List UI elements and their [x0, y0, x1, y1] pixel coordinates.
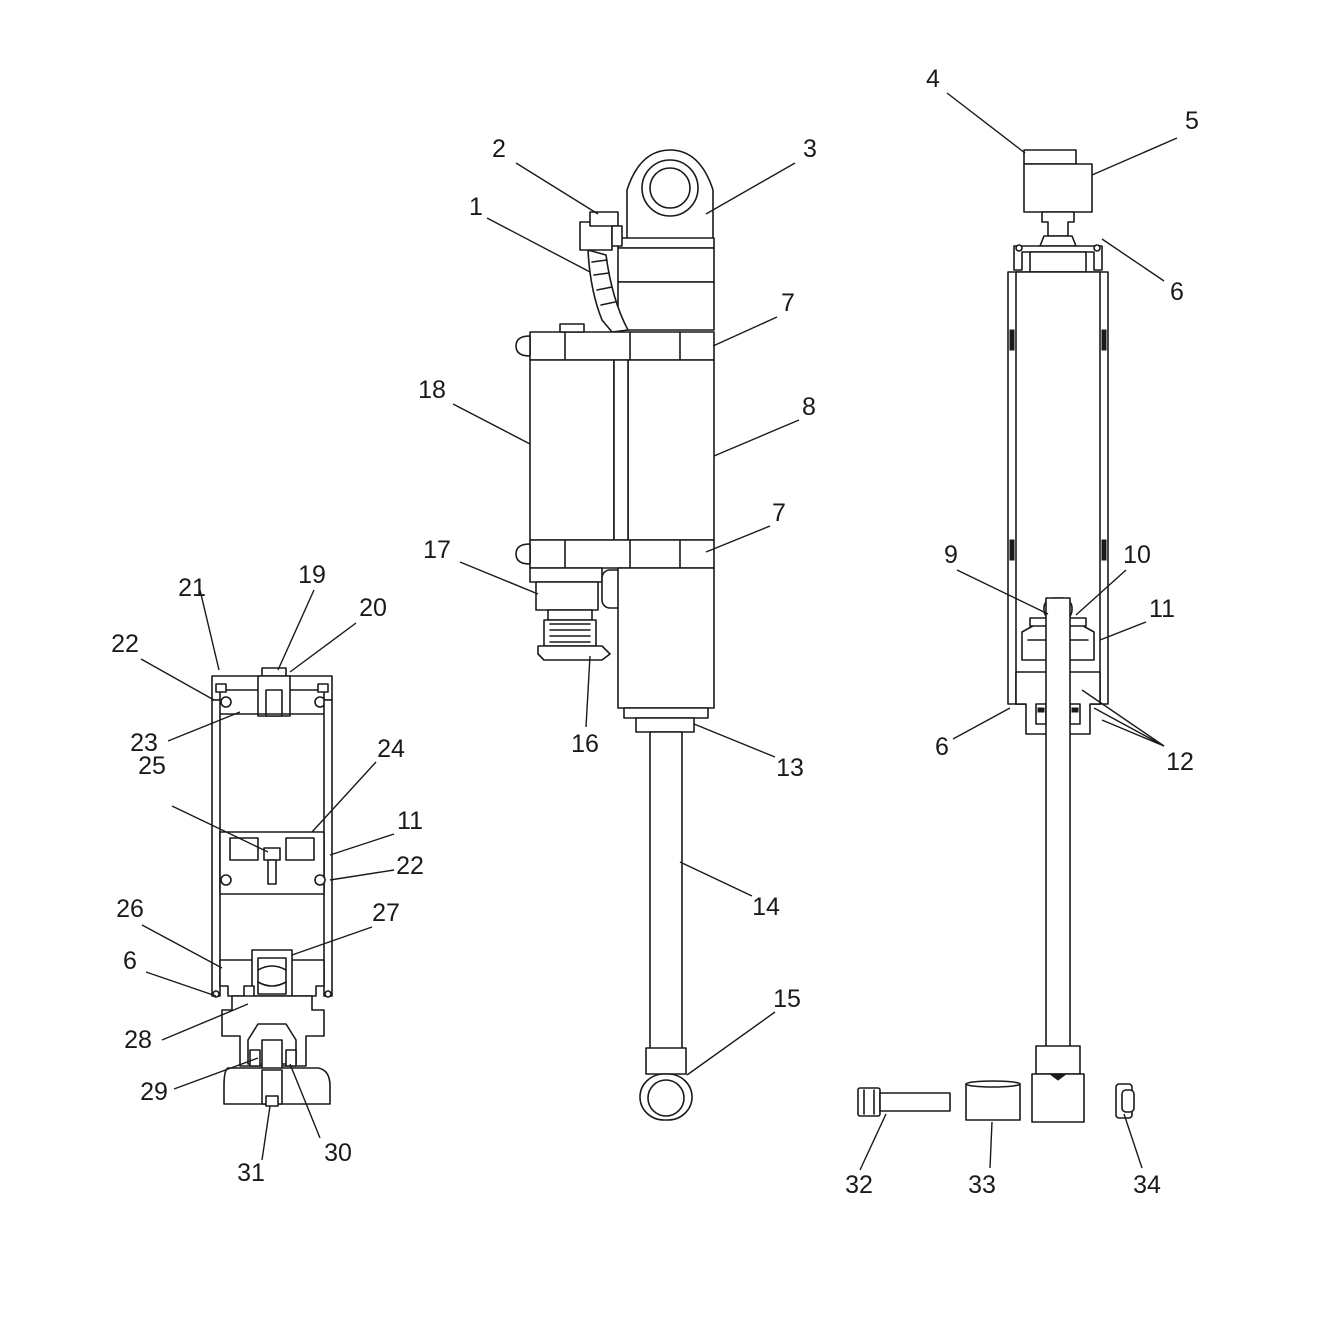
callout-29: 29 — [140, 1078, 168, 1106]
callout-30: 30 — [324, 1139, 352, 1167]
upper-body — [617, 247, 715, 283]
callout-16: 16 — [571, 730, 599, 758]
lower-body — [617, 567, 715, 709]
callout-24: 24 — [377, 735, 405, 763]
callout-6-right-bottom: 6 — [935, 733, 949, 761]
callout-13: 13 — [776, 754, 804, 782]
callout-7-upper: 7 — [781, 289, 795, 317]
callout-8: 8 — [802, 393, 816, 421]
bolt — [857, 1087, 951, 1117]
callout-1: 1 — [469, 193, 483, 221]
mounting-hardware — [857, 1080, 1135, 1121]
callout-25: 25 — [138, 752, 166, 780]
reservoir-section-view — [211, 667, 333, 1107]
shaft — [649, 731, 683, 1051]
lock-nut — [1115, 1083, 1135, 1119]
main-cylinder — [627, 359, 715, 541]
callout-2: 2 — [492, 135, 506, 163]
callout-7-lower: 7 — [772, 499, 786, 527]
section-shaft — [1045, 597, 1071, 1049]
upper-body-lower — [617, 281, 715, 331]
reservoir-hose — [579, 211, 629, 333]
top-bushing — [1023, 163, 1093, 213]
spacer — [965, 1080, 1021, 1121]
callout-10: 10 — [1123, 541, 1151, 569]
callout-11-right: 11 — [1149, 595, 1175, 623]
callout-28: 28 — [124, 1026, 152, 1054]
callout-33: 33 — [968, 1171, 996, 1199]
callout-9: 9 — [944, 541, 958, 569]
lower-eye — [639, 1047, 693, 1121]
clamp-band-upper — [529, 331, 715, 361]
callout-31: 31 — [237, 1159, 265, 1187]
callout-15: 15 — [773, 985, 801, 1013]
callout-21: 21 — [178, 574, 206, 602]
rod-seal-head — [635, 717, 695, 733]
callout-22-top: 22 — [111, 630, 139, 658]
callout-22-mid: 22 — [396, 852, 424, 880]
assembled-shock — [515, 149, 715, 1121]
callout-labels: 1 2 3 4 5 6 6 6 7 7 8 9 10 11 11 12 13 1… — [111, 65, 1199, 1199]
reservoir-cylinder — [529, 359, 615, 541]
clamp-band-lower — [529, 539, 715, 569]
callout-6-left: 6 — [123, 947, 137, 975]
callout-11-left: 11 — [397, 807, 423, 835]
top-cap — [1023, 149, 1077, 165]
callout-19: 19 — [298, 561, 326, 589]
callout-12: 12 — [1166, 748, 1194, 776]
compression-adjuster — [529, 567, 633, 661]
callout-27: 27 — [372, 899, 400, 927]
shock-section-view — [1007, 149, 1109, 1123]
callout-20: 20 — [359, 594, 387, 622]
callout-34: 34 — [1133, 1171, 1161, 1199]
callout-14: 14 — [752, 893, 780, 921]
callout-3: 3 — [803, 135, 817, 163]
callout-17: 17 — [423, 536, 451, 564]
leader-lines — [140, 92, 1178, 1171]
callout-5: 5 — [1185, 107, 1199, 135]
callout-32: 32 — [845, 1171, 873, 1199]
callout-4: 4 — [926, 65, 940, 93]
top-eye-mount — [617, 149, 715, 249]
callout-26: 26 — [116, 895, 144, 923]
callout-18: 18 — [418, 376, 446, 404]
callout-6-right-top: 6 — [1170, 278, 1184, 306]
callout-23: 23 — [130, 729, 158, 757]
